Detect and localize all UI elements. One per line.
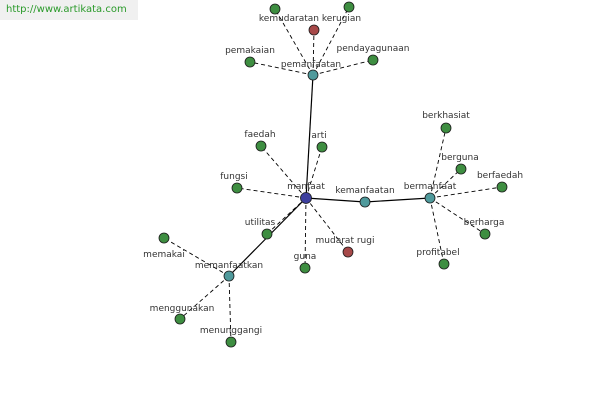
edge-bermanfaat-berkhasiat [429, 127, 447, 199]
node-berguna[interactable] [455, 163, 467, 175]
edge-layer [163, 6, 503, 343]
label-kemudaratan-kerugian: kemudaratan kerugian [259, 14, 361, 24]
node-berfaedah[interactable] [496, 181, 508, 193]
label-manfaat: manfaat [287, 182, 325, 192]
label-layer: manfaat pemanfaatan kemanfaatan bermanfaat m… [143, 14, 523, 336]
edge-manfaat-arti [305, 146, 323, 199]
edge-manfaat-guna [304, 197, 307, 269]
node-menunggangi[interactable] [225, 336, 237, 348]
node-pemanfaatan[interactable] [307, 69, 319, 81]
edge-manfaat-mudarat-rugi [305, 197, 349, 253]
edge-bermanfaat-profitabel [429, 197, 445, 265]
edge-manfaat-utilitas [266, 197, 307, 235]
node-kemudaratan-kerugian[interactable] [308, 24, 320, 36]
label-utilitas: utilitas [245, 218, 276, 228]
node-berharga[interactable] [479, 228, 491, 240]
edge-pemanfaatan-top-left [274, 8, 314, 76]
label-menggunakan: menggunakan [150, 304, 215, 314]
label-fungsi: fungsi [220, 172, 247, 182]
node-memanfaatkan[interactable] [223, 270, 235, 282]
node-berkhasiat[interactable] [440, 122, 452, 134]
edge-manfaat-kemanfaatan [305, 197, 366, 203]
node-bermanfaat[interactable] [424, 192, 436, 204]
node-mudarat-rugi[interactable] [342, 246, 354, 258]
edge-manfaat-faedah [260, 145, 307, 199]
node-arti[interactable] [316, 141, 328, 153]
edge-memanfaatkan-memakai [163, 237, 230, 277]
edge-pemanfaatan-kemudaratan-kerugian [312, 29, 315, 76]
label-berguna: berguna [441, 153, 478, 163]
label-pemanfaatan: pemanfaatan [281, 60, 341, 70]
edge-pemanfaatan-top-right [312, 6, 350, 76]
node-utilitas[interactable] [261, 228, 273, 240]
label-memakai: memakai [143, 250, 185, 260]
edge-kemanfaatan-bermanfaat [364, 197, 431, 203]
label-berfaedah: berfaedah [477, 171, 523, 181]
node-top-right[interactable] [343, 1, 355, 13]
label-arti: arti [311, 131, 326, 141]
node-manfaat[interactable] [300, 192, 312, 204]
edge-bermanfaat-berharga [429, 197, 486, 235]
node-layer [158, 1, 508, 348]
edge-pemanfaatan-pendayagunaan [312, 59, 374, 76]
edge-memanfaatkan-menggunakan [179, 275, 230, 320]
node-top-left[interactable] [269, 3, 281, 15]
label-bermanfaat: bermanfaat [404, 182, 457, 192]
label-faedah: faedah [244, 130, 275, 140]
label-pemakaian: pemakaian [225, 46, 275, 56]
watermark-link[interactable]: http://www.artikata.com [0, 0, 138, 20]
node-fungsi[interactable] [231, 182, 243, 194]
node-menggunakan[interactable] [174, 313, 186, 325]
label-berkhasiat: berkhasiat [422, 111, 470, 121]
label-memanfaatkan: memanfaatkan [195, 261, 263, 271]
label-berharga: berharga [464, 218, 505, 228]
node-guna[interactable] [299, 262, 311, 274]
node-memakai[interactable] [158, 232, 170, 244]
node-kemanfaatan[interactable] [359, 196, 371, 208]
edge-pemanfaatan-pemakaian [249, 61, 314, 76]
edge-bermanfaat-berguna [429, 168, 462, 199]
label-profitabel: profitabel [416, 248, 459, 258]
edge-bermanfaat-berfaedah [429, 186, 503, 199]
label-kemanfaatan: kemanfaatan [335, 186, 394, 196]
node-profitabel[interactable] [438, 258, 450, 270]
edge-manfaat-fungsi [236, 187, 307, 199]
label-pendayagunaan: pendayagunaan [337, 44, 410, 54]
node-faedah[interactable] [255, 140, 267, 152]
label-guna: guna [294, 252, 317, 262]
node-pemakaian[interactable] [244, 56, 256, 68]
label-menunggangi: menunggangi [200, 326, 262, 336]
edge-manfaat-pemanfaatan [305, 74, 314, 199]
label-mudarat-rugi: mudarat rugi [316, 236, 375, 246]
node-pendayagunaan[interactable] [367, 54, 379, 66]
